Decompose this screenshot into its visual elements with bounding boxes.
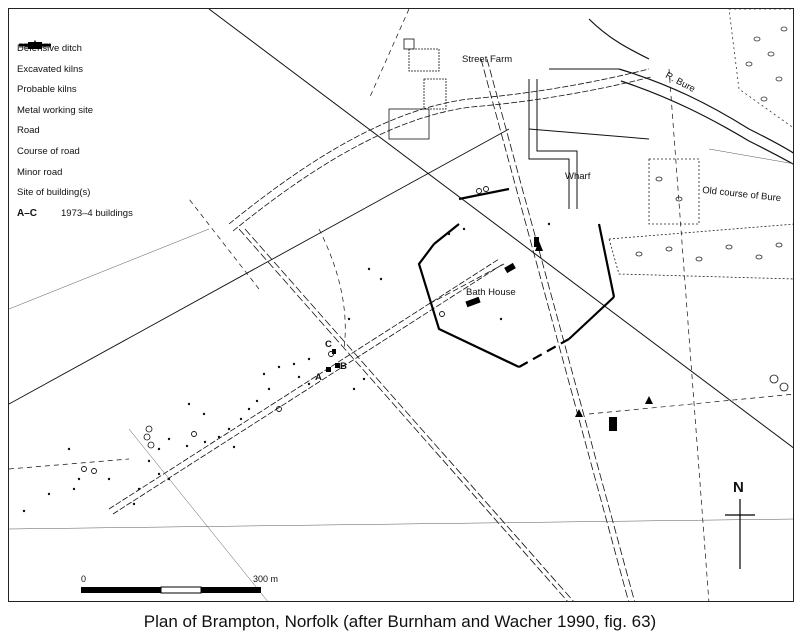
north-arrow	[725, 499, 755, 569]
find-scatter	[22, 222, 551, 513]
map-legend: Defensive ditch Excavated kilns Probable…	[17, 39, 133, 224]
legend-item-building-site: Site of building(s)	[17, 42, 133, 204]
river-bure	[588, 18, 793, 165]
legend-label: Probable kilns	[17, 84, 77, 96]
marsh-area	[728, 9, 793, 129]
fort-road	[428, 263, 505, 305]
legend-label: Site of building(s)	[17, 187, 91, 199]
figure-caption: Plan of Brampton, Norfolk (after Burnham…	[143, 612, 657, 631]
legend-item-road: Road	[17, 43, 133, 142]
metal-working-sites	[535, 241, 653, 417]
legend-label: Course of road	[17, 145, 80, 157]
label-building-a: A	[315, 372, 322, 383]
label-wharf: Wharf	[565, 171, 591, 182]
scale-end-label: 300 m	[253, 574, 279, 584]
label-building-b: B	[340, 361, 347, 372]
street-farm-buildings	[388, 38, 447, 140]
legend-label: Road	[17, 125, 40, 137]
legend-item-probable-kilns: Probable kilns	[17, 39, 133, 101]
field-boundaries	[9, 148, 793, 601]
course-of-road-west	[9, 128, 510, 405]
wharf-channel	[528, 68, 650, 209]
scale-start-label: 0	[81, 574, 87, 584]
legend-item-1973-buildings: A–C 1973–4 buildings	[17, 204, 133, 225]
legend-label: 1973–4 buildings	[61, 207, 133, 219]
building-sites	[326, 237, 617, 431]
label-bath-house: Bath House	[466, 287, 516, 298]
site-plan-map: Defensive ditch Excavated kilns Probable…	[8, 8, 794, 602]
legend-item-excavated-kilns: Excavated kilns	[17, 42, 133, 81]
label-street-farm: Street Farm	[462, 54, 513, 65]
legend-label: Minor road	[17, 166, 63, 178]
south-road	[238, 228, 574, 601]
legend-label: Defensive ditch	[17, 43, 82, 54]
north-south-road	[480, 58, 635, 601]
kiln-cluster	[143, 374, 789, 449]
minor-roads	[9, 9, 793, 601]
scale-bar	[81, 586, 261, 594]
north-label: N	[733, 479, 744, 496]
main-road	[108, 258, 504, 515]
legend-item-metal-working: Metal working site	[17, 41, 133, 122]
excavated-kilns	[81, 186, 489, 474]
legend-item-course-of-road: Course of road	[17, 44, 133, 163]
legend-label: Metal working site	[17, 104, 94, 116]
course-of-road-main	[208, 9, 793, 449]
building-site-icon	[28, 42, 42, 49]
curved-road	[228, 68, 652, 232]
legend-item-minor-road: Minor road	[17, 44, 133, 184]
old-course-band	[608, 158, 793, 280]
label-building-c: C	[325, 339, 332, 350]
buildings-1973-icon: A–C	[17, 208, 38, 220]
legend-label: Excavated kilns	[17, 63, 84, 75]
map-drawing	[9, 9, 793, 601]
defensive-ditch	[417, 187, 616, 368]
